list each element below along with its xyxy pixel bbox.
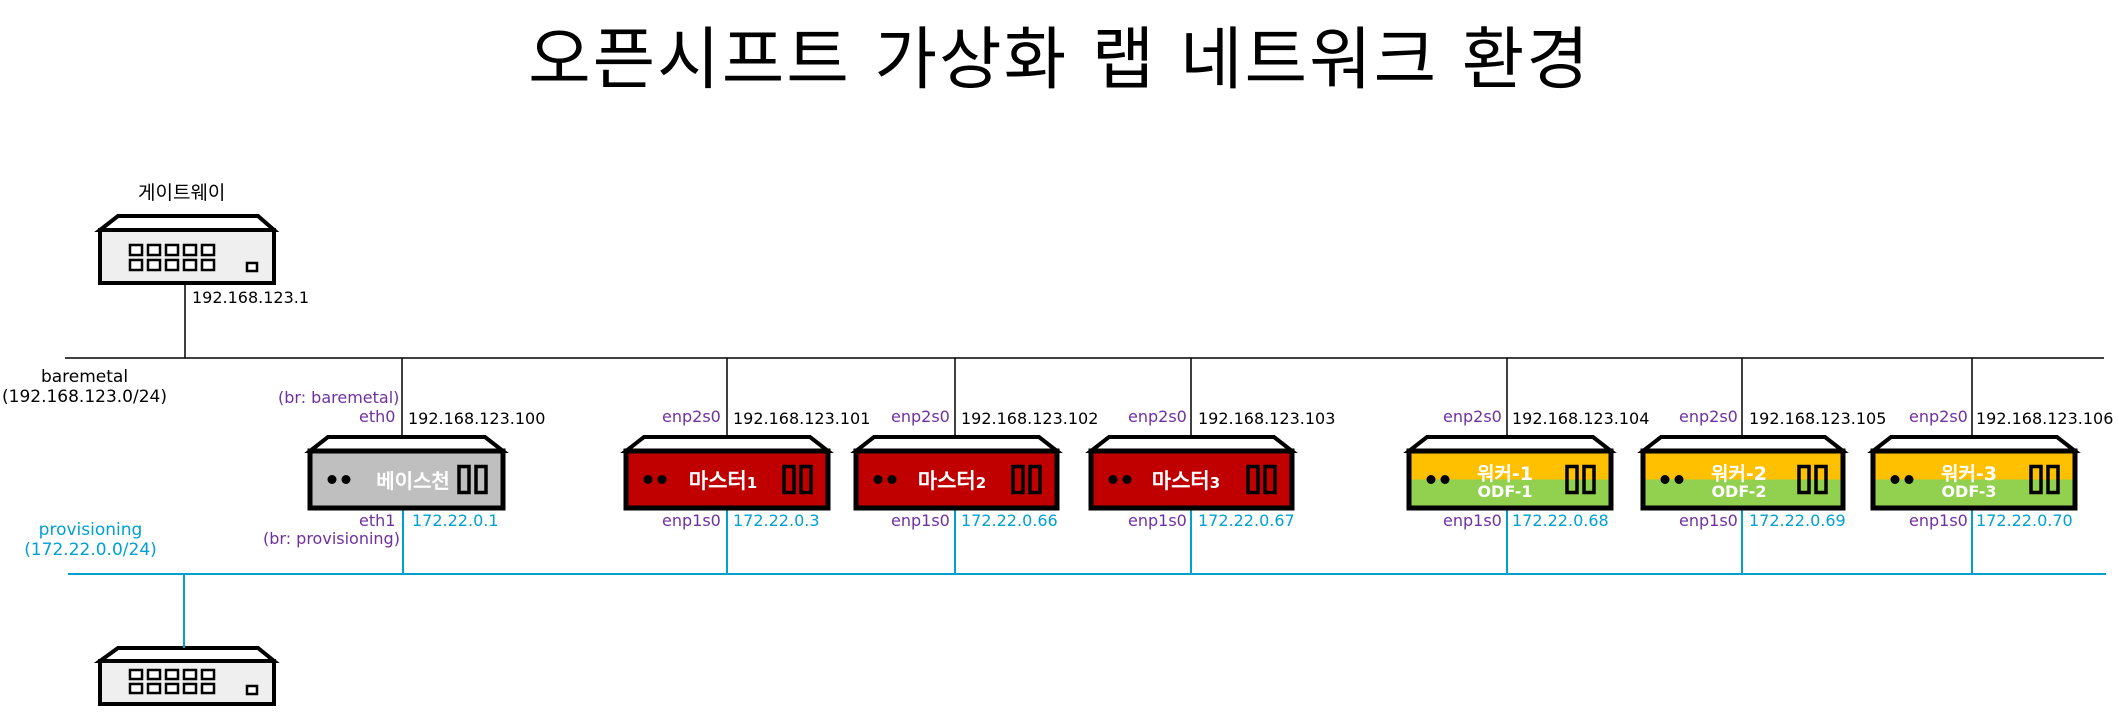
master-3-led-icon	[1122, 475, 1132, 484]
bastion-iface-top: eth0	[359, 407, 396, 426]
master-1-iface-bottom: enp1s0	[662, 511, 721, 530]
worker-2-ip-top: 192.168.123.105	[1749, 409, 1887, 428]
baremetal-network-cidr: (192.168.123.0/24)	[2, 387, 167, 407]
provisioning-network-name: provisioning	[38, 520, 143, 540]
bastion-drive-bay-icon	[457, 464, 471, 495]
worker-1-iface-bottom: enp1s0	[1443, 511, 1502, 530]
worker-2-iface-top: enp2s0	[1679, 407, 1738, 426]
worker-3-iface-bottom: enp1s0	[1909, 511, 1968, 530]
master-2-led-icon	[873, 475, 883, 484]
master-1-ip-top: 192.168.123.101	[733, 409, 871, 428]
master-3-name: 마스터3	[1131, 465, 1241, 495]
worker-2-server-icon	[1637, 358, 1849, 574]
worker-2-drive-bay-icon	[1814, 464, 1828, 495]
worker-1-ip-bottom: 172.22.0.68	[1512, 511, 1609, 530]
worker-3-led-icon	[1890, 475, 1900, 484]
worker-2-led-icon	[1674, 475, 1684, 484]
master-2-iface-bottom: enp1s0	[891, 511, 950, 530]
master-1-server-icon	[620, 358, 834, 574]
worker-1-ip-top: 192.168.123.104	[1512, 409, 1650, 428]
bastion-server-icon	[304, 358, 509, 574]
master-3-iface-top: enp2s0	[1128, 407, 1187, 426]
worker-1-drive-bay-icon	[1565, 464, 1579, 495]
master-2-drive-bay-icon	[1028, 464, 1042, 495]
master-2-name-text: 마스터	[917, 469, 976, 493]
master-1-name-text: 마스터	[688, 469, 747, 493]
gateway-label: 게이트웨이	[138, 182, 226, 204]
master-2-name: 마스터2	[897, 465, 1007, 495]
worker-2-led-icon	[1660, 475, 1670, 484]
master-1-server-body	[623, 448, 831, 511]
master-2-iface-top: enp2s0	[891, 407, 950, 426]
bastion-led-icon	[341, 475, 351, 484]
master-1-iface-top: enp2s0	[662, 407, 721, 426]
master-3-iface-bottom: enp1s0	[1128, 511, 1187, 530]
bastion-bridge-bottom: (br: provisioning)	[263, 529, 400, 548]
master-2-ip-top: 192.168.123.102	[961, 409, 1099, 428]
master-3-drive-bay-icon	[1263, 464, 1277, 495]
worker-3-ip-top: 192.168.123.106	[1976, 409, 2114, 428]
worker-1-server-frame	[1406, 448, 1614, 511]
master-3-name-sub: 3	[1209, 474, 1221, 492]
worker-1-drive-bay-icon	[1582, 464, 1596, 495]
worker-2-ip-bottom: 172.22.0.69	[1749, 511, 1846, 530]
worker-1-led-icon	[1440, 475, 1450, 484]
bastion-bridge-top: (br: baremetal)	[278, 388, 400, 407]
worker-3-drive-bay-icon	[2029, 464, 2043, 495]
worker-3-iface-top: enp2s0	[1909, 407, 1968, 426]
master-2-ip-bottom: 172.22.0.66	[961, 511, 1058, 530]
gateway-ip: 192.168.123.1	[192, 288, 310, 307]
provisioning-network-label: provisioning (172.22.0.0/24)	[8, 520, 173, 560]
master-3-server-icon	[1085, 358, 1298, 574]
worker-3-odf: ODF-3	[1941, 482, 1997, 501]
baremetal-network-label: baremetal (192.168.123.0/24)	[2, 367, 167, 407]
master-1-led-icon	[657, 475, 667, 484]
worker-1-led-icon	[1426, 475, 1436, 484]
master-2-server-icon	[850, 358, 1063, 574]
worker-1-odf: ODF-1	[1477, 482, 1533, 501]
bastion-drive-bay-icon	[474, 464, 488, 495]
bastion-led-icon	[327, 475, 337, 484]
master-1-name: 마스터1	[668, 465, 778, 495]
bastion-name: 베이스천	[376, 469, 450, 493]
provisioning-network-cidr: (172.22.0.0/24)	[24, 540, 157, 560]
worker-1-name: 워커-1	[1476, 463, 1534, 485]
master-1-drive-bay-icon	[782, 464, 796, 495]
worker-2-name: 워커-2	[1710, 463, 1768, 485]
master-3-ip-top: 192.168.123.103	[1198, 409, 1336, 428]
bastion-ip-top: 192.168.123.100	[408, 409, 546, 428]
master-1-ip-bottom: 172.22.0.3	[733, 511, 820, 530]
worker-1-iface-top: enp2s0	[1443, 407, 1502, 426]
master-2-drive-bay-icon	[1011, 464, 1025, 495]
worker-2-iface-bottom: enp1s0	[1679, 511, 1738, 530]
master-2-name-sub: 2	[975, 474, 987, 492]
worker-3-ip-bottom: 172.22.0.70	[1976, 511, 2073, 530]
provisioning-switch-icon	[93, 646, 280, 706]
master-1-led-icon	[643, 475, 653, 484]
master-1-name-sub: 1	[746, 474, 758, 492]
worker-3-name: 워커-3	[1940, 463, 1998, 485]
master-3-drive-bay-icon	[1246, 464, 1260, 495]
worker-1-server-icon	[1403, 358, 1617, 574]
worker-3-drive-bay-icon	[2046, 464, 2060, 495]
worker-2-server-frame	[1640, 448, 1846, 511]
master-2-led-icon	[887, 475, 897, 484]
worker-3-server-frame	[1870, 448, 2078, 511]
bastion-ip-bottom: 172.22.0.1	[412, 511, 499, 530]
worker-3-server-icon	[1867, 358, 2081, 574]
master-1-drive-bay-icon	[799, 464, 813, 495]
worker-2-odf: ODF-2	[1711, 482, 1767, 501]
worker-2-drive-bay-icon	[1797, 464, 1811, 495]
master-3-ip-bottom: 172.22.0.67	[1198, 511, 1295, 530]
master-3-led-icon	[1108, 475, 1118, 484]
master-3-name-text: 마스터	[1151, 469, 1210, 493]
gateway-switch-icon	[94, 214, 280, 285]
worker-3-led-icon	[1904, 475, 1914, 484]
page-title: 오픈시프트 가상화 랩 네트워크 환경	[528, 21, 1591, 100]
baremetal-network-name: baremetal	[40, 367, 129, 387]
bastion-iface-bottom: eth1	[359, 511, 396, 530]
